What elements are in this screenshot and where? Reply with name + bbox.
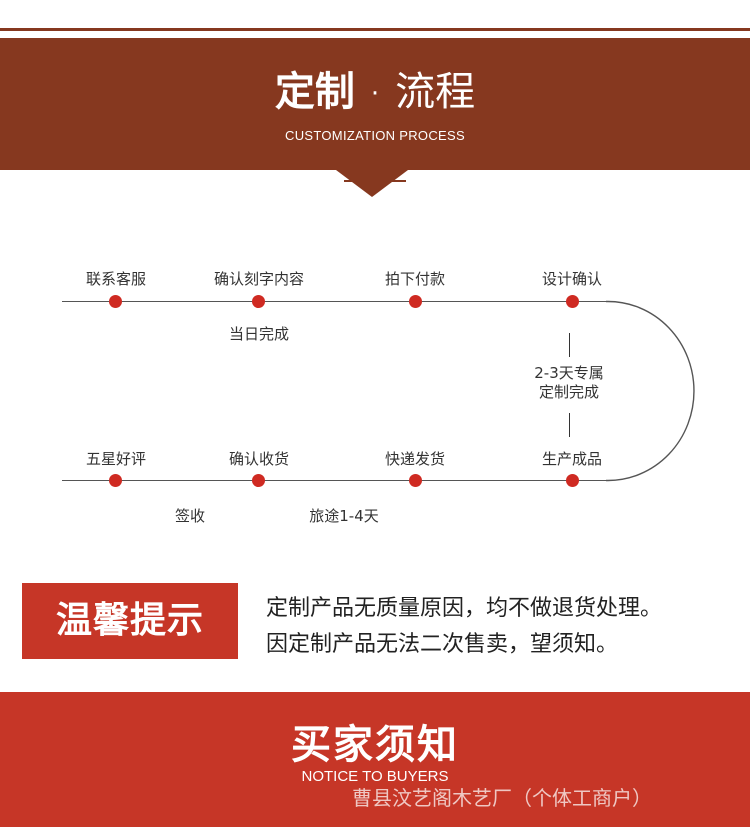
header-gap-right [406, 174, 750, 184]
flow-dot-1 [109, 295, 122, 308]
note-custom-line2: 定制完成 [538, 383, 599, 401]
page-subtitle: CUSTOMIZATION PROCESS [285, 128, 465, 143]
step-production: 生产成品 [541, 450, 602, 468]
flow-line-bottom [62, 480, 606, 482]
shop-watermark: 曹县汶艺阁木艺厂（个体工商户） [352, 786, 652, 810]
notice-title: 温馨提示 [55, 600, 204, 641]
note-custom-line1: 2-3天专属 [534, 364, 604, 382]
flow-dot-8 [109, 474, 122, 487]
note-transit: 旅途1-4天 [309, 507, 379, 525]
header-top-rule [0, 28, 750, 31]
header-pointer [336, 170, 408, 197]
title-bold: 定制 [274, 69, 355, 115]
step-payment: 拍下付款 [384, 270, 445, 288]
page-title: 定制 · 流程 [0, 64, 750, 122]
header-gap-left [0, 174, 344, 184]
flow-dot-3 [409, 295, 422, 308]
note-same-day: 当日完成 [228, 325, 289, 343]
title-separator: · [370, 79, 380, 109]
step-confirm-engraving: 确认刻字内容 [213, 270, 304, 288]
flow-dot-4 [566, 295, 579, 308]
step-express-shipping: 快递发货 [384, 450, 445, 468]
note-sign: 签收 [174, 507, 205, 525]
step-contact-service: 联系客服 [85, 270, 146, 288]
title-light: 流程 [395, 69, 476, 115]
step-confirm-receipt: 确认收货 [228, 450, 289, 468]
flow-dot-2 [252, 295, 265, 308]
notice-line-2: 因定制产品无法二次售卖，望须知。 [266, 632, 619, 657]
footer-banner [0, 692, 750, 827]
step-design-confirm: 设计确认 [541, 270, 602, 288]
flow-dot-5 [566, 474, 579, 487]
note-tick-bottom [569, 413, 571, 437]
notice-badge [22, 583, 238, 659]
footer-subtitle: NOTICE TO BUYERS [301, 768, 449, 785]
step-five-star-review: 五星好评 [85, 450, 146, 468]
flow-dot-7 [252, 474, 265, 487]
note-tick-top [569, 333, 571, 357]
notice-line-1: 定制产品无质量原因，均不做退货处理。 [266, 596, 663, 621]
footer-title: 买家须知 [291, 722, 459, 768]
flow-dot-6 [409, 474, 422, 487]
header-banner [0, 38, 750, 170]
flow-curve [606, 300, 695, 482]
flow-line-top [62, 301, 606, 303]
note-custom-duration: 2-3天专属 定制完成 [509, 364, 629, 402]
